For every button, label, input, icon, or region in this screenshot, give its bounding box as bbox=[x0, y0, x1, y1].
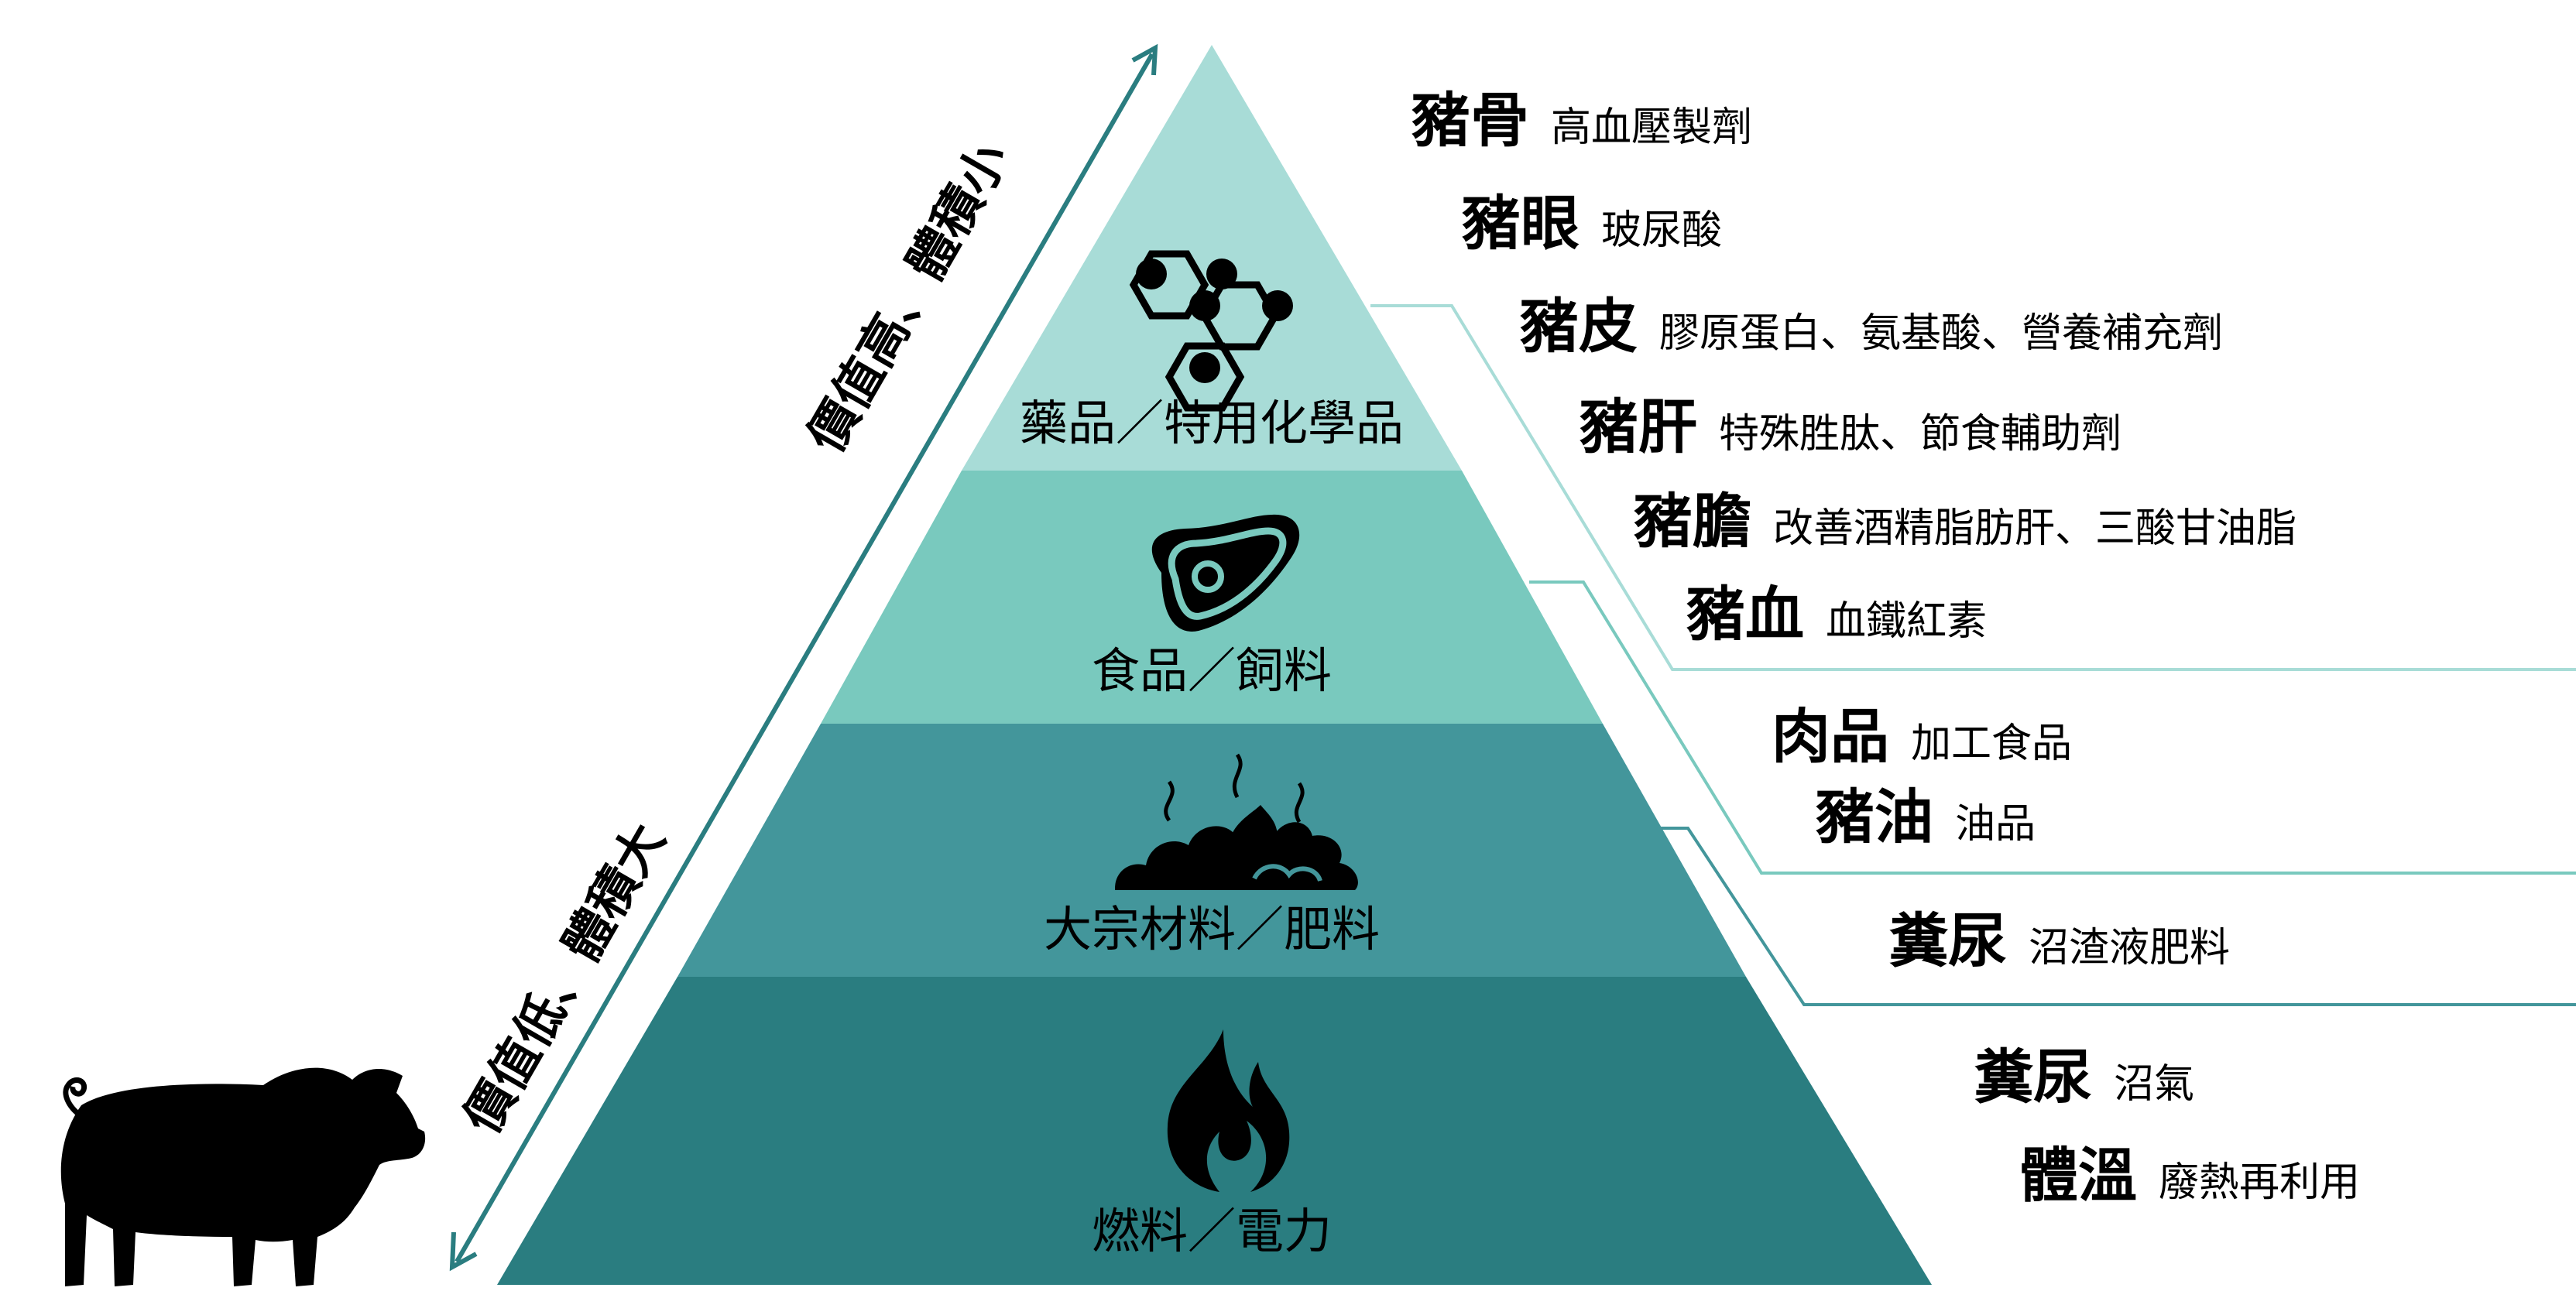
source-name: 豬油 bbox=[1816, 783, 1933, 851]
connector-tier3 bbox=[1649, 827, 2576, 1006]
molecule-icon bbox=[1129, 250, 1293, 412]
product-list: 特殊胜肽、節食輔助劑 bbox=[1719, 411, 2122, 457]
product-list: 高血壓製劑 bbox=[1551, 104, 1752, 151]
source-name: 肉品 bbox=[1772, 702, 1889, 771]
connector-tier1 bbox=[1370, 304, 2576, 671]
product-row: 豬油油品 bbox=[1816, 783, 2036, 851]
pig-icon bbox=[60, 1067, 426, 1286]
product-list: 改善酒精脂肪肝、三酸甘油脂 bbox=[1773, 505, 2296, 552]
product-list: 沼氣 bbox=[2114, 1061, 2194, 1108]
source-name: 糞尿 bbox=[1974, 1043, 2092, 1111]
product-row: 豬眼玻尿酸 bbox=[1462, 189, 1722, 258]
arrowhead-bottom bbox=[449, 1231, 478, 1272]
product-row: 肉品加工食品 bbox=[1772, 702, 2072, 771]
value-axis-arrow bbox=[454, 53, 1154, 1263]
product-list: 沼渣液肥料 bbox=[2029, 925, 2230, 971]
product-list: 廢熱再利用 bbox=[2159, 1159, 2360, 1206]
source-name: 豬眼 bbox=[1462, 189, 1580, 258]
product-list: 油品 bbox=[1955, 801, 2036, 848]
source-name: 豬膽 bbox=[1634, 487, 1751, 556]
source-name: 豬肝 bbox=[1580, 392, 1697, 461]
axis-label-top: 價值高、體積小 bbox=[797, 133, 1020, 463]
product-row: 糞尿沼氣 bbox=[1974, 1043, 2194, 1111]
product-row: 豬肝特殊胜肽、節食輔助劑 bbox=[1580, 392, 2122, 461]
product-list: 膠原蛋白、氨基酸、營養補充劑 bbox=[1659, 310, 2223, 357]
tier-label-1: 藥品／特用化學品 bbox=[1020, 395, 1404, 451]
source-name: 體溫 bbox=[2019, 1141, 2137, 1210]
tier-label-2: 食品／飼料 bbox=[1092, 642, 1332, 699]
product-row: 豬血血鐵紅素 bbox=[1686, 580, 1987, 649]
product-list: 血鐵紅素 bbox=[1826, 598, 1987, 645]
source-name: 豬骨 bbox=[1411, 86, 1529, 155]
tier-label-4: 燃料／電力 bbox=[1092, 1203, 1332, 1259]
product-row: 體溫廢熱再利用 bbox=[2019, 1141, 2360, 1210]
arrowhead-top bbox=[1131, 43, 1158, 76]
source-name: 糞尿 bbox=[1889, 906, 2007, 975]
source-name: 豬血 bbox=[1686, 580, 1804, 649]
product-row: 豬皮膠原蛋白、氨基酸、營養補充劑 bbox=[1520, 292, 2223, 361]
product-list: 玻尿酸 bbox=[1601, 207, 1722, 254]
product-row: 糞尿沼渣液肥料 bbox=[1889, 906, 2230, 975]
product-row: 豬膽改善酒精脂肪肝、三酸甘油脂 bbox=[1634, 487, 2296, 556]
tier-label-3: 大宗材料／肥料 bbox=[1044, 901, 1380, 957]
flame-icon bbox=[1167, 1029, 1290, 1192]
source-name: 豬皮 bbox=[1520, 292, 1638, 361]
connector-tier2 bbox=[1529, 581, 2576, 875]
steak-icon bbox=[1151, 514, 1300, 632]
manure-icon bbox=[1115, 753, 1358, 890]
product-list: 加工食品 bbox=[1911, 721, 2072, 767]
pyramid-tier-1 bbox=[962, 45, 1462, 471]
product-row: 豬骨高血壓製劑 bbox=[1411, 86, 1752, 155]
